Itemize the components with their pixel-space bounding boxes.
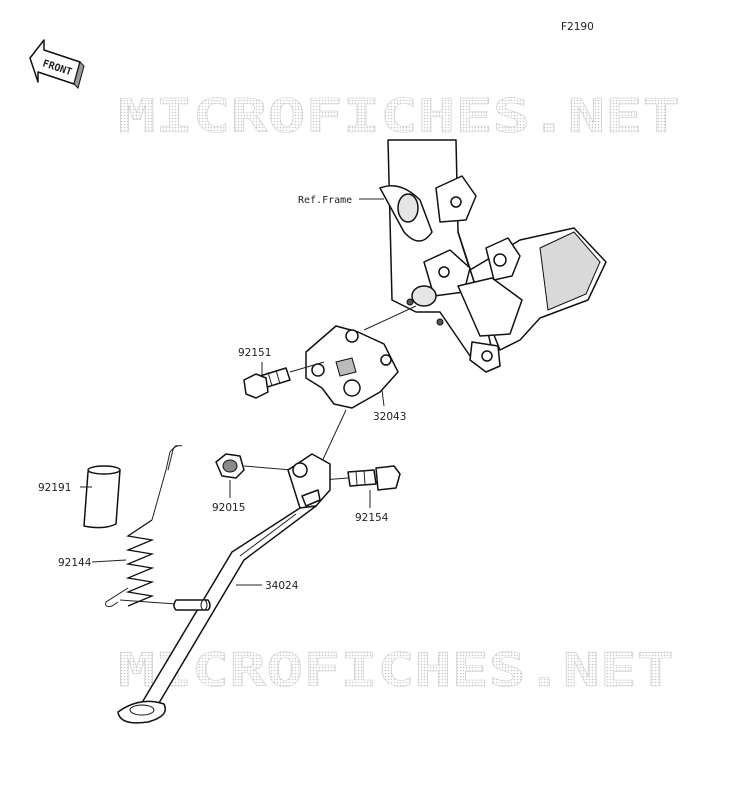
bracket-32043 <box>305 325 399 409</box>
watermark-bottom: MICROFICHES.NET <box>118 643 674 697</box>
watermark-top: MICROFICHES.NET <box>118 89 680 143</box>
part-label-92154: 92154 <box>355 512 389 524</box>
diagram-code: F2190 <box>561 21 594 33</box>
spring-92144 <box>105 445 183 607</box>
front-arrow-icon: FRONT <box>29 39 85 89</box>
part-label-92191: 92191 <box>38 482 71 494</box>
part-label-92015: 92015 <box>212 502 245 514</box>
bolt-92154 <box>347 465 401 491</box>
part-label-32043: 32043 <box>373 411 406 423</box>
side-stand-34024 <box>117 453 331 724</box>
part-label-92151: 92151 <box>238 347 271 359</box>
bolt-92151 <box>243 367 291 399</box>
frame-drawing <box>379 139 607 373</box>
spring-pin <box>173 599 211 611</box>
ref-frame-label: Ref.Frame <box>298 195 352 206</box>
sleeve-92191 <box>83 465 121 529</box>
part-label-34024: 34024 <box>265 580 299 592</box>
part-label-92144: 92144 <box>58 557 92 569</box>
nut-92015 <box>215 453 245 479</box>
